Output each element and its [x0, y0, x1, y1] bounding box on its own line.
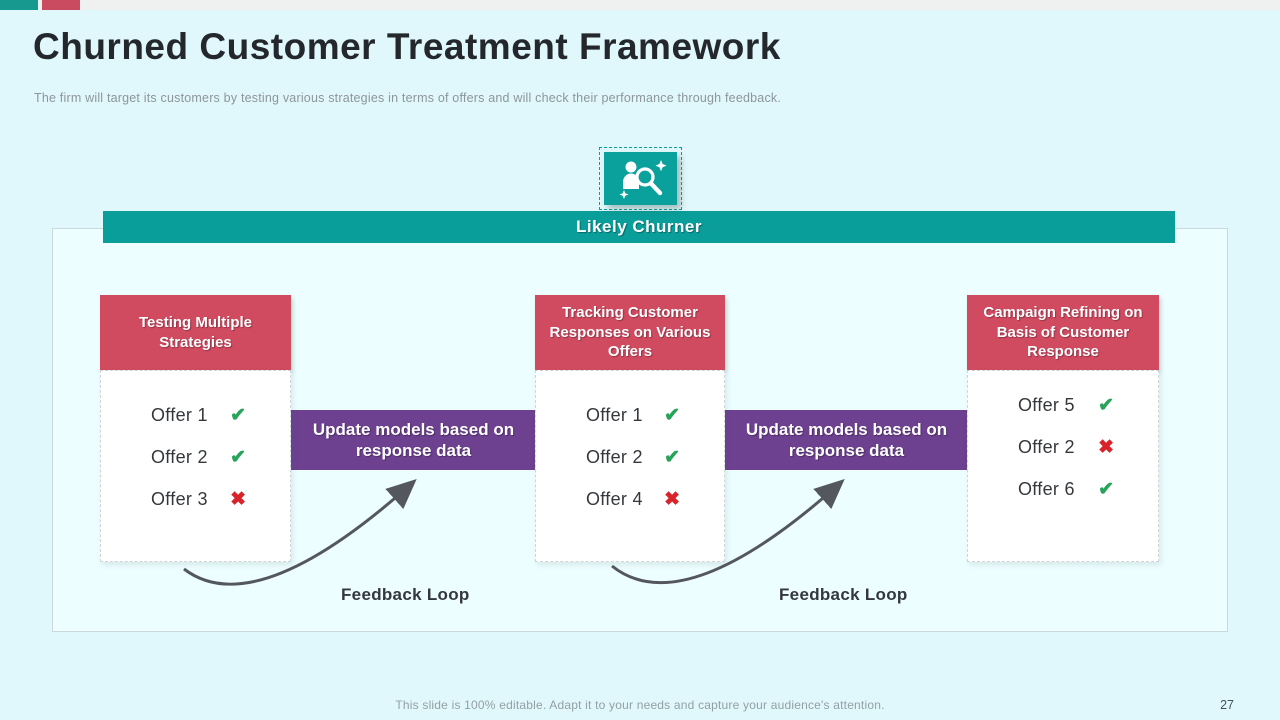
cross-icon: ✖ — [664, 489, 680, 510]
offer-row: Offer 3 ✖ — [151, 489, 246, 510]
footer-note: This slide is 100% editable. Adapt it to… — [395, 698, 885, 712]
offer-label: Offer 5 — [1018, 395, 1075, 415]
offer-row: Offer 5 ✔ — [1018, 395, 1114, 416]
feedback-loop-label-2: Feedback Loop — [779, 585, 908, 604]
page-number: 27 — [1220, 698, 1234, 712]
person-magnifier-icon — [604, 152, 677, 205]
check-icon: ✔ — [1098, 395, 1114, 416]
cross-icon: ✖ — [230, 489, 246, 510]
offer-label: Offer 3 — [151, 489, 208, 509]
likely-churner-banner: Likely Churner — [103, 211, 1175, 243]
top-accent-strip — [0, 0, 1280, 10]
offer-row: Offer 2 ✖ — [1018, 437, 1114, 458]
offer-label: Offer 6 — [1018, 479, 1075, 499]
offer-row: Offer 4 ✖ — [586, 489, 680, 510]
check-icon: ✔ — [1098, 479, 1114, 500]
page-title: Churned Customer Treatment Framework — [33, 26, 781, 67]
offer-label: Offer 4 — [586, 489, 643, 509]
offer-label: Offer 2 — [151, 447, 208, 467]
check-icon: ✔ — [664, 405, 680, 426]
offer-label: Offer 2 — [1018, 437, 1075, 457]
offer-label: Offer 1 — [151, 405, 208, 425]
offer-row: Offer 6 ✔ — [1018, 479, 1114, 500]
offer-card-1: Offer 1 ✔ Offer 2 ✔ Offer 3 ✖ — [100, 370, 291, 562]
update-models-box-1: Update models based on response data — [291, 410, 536, 470]
offer-card-2: Offer 1 ✔ Offer 2 ✔ Offer 4 ✖ — [535, 370, 725, 562]
offer-card-3: Offer 5 ✔ Offer 2 ✖ Offer 6 ✔ — [967, 370, 1159, 562]
offer-row: Offer 1 ✔ — [151, 405, 246, 426]
check-icon: ✔ — [664, 447, 680, 468]
offer-row: Offer 1 ✔ — [586, 405, 680, 426]
feedback-loop-label-1: Feedback Loop — [341, 585, 470, 604]
page-subtitle: The firm will target its customers by te… — [34, 91, 782, 105]
offer-row: Offer 2 ✔ — [151, 447, 246, 468]
accent-bar-red — [42, 0, 80, 10]
offer-label: Offer 2 — [586, 447, 643, 467]
header-campaign-refining: Campaign Refining on Basis of Customer R… — [967, 295, 1159, 370]
header-testing-multiple-strategies: Testing Multiple Strategies — [100, 295, 291, 370]
check-icon: ✔ — [230, 447, 246, 468]
check-icon: ✔ — [230, 405, 246, 426]
offer-label: Offer 1 — [586, 405, 643, 425]
offer-row: Offer 2 ✔ — [586, 447, 680, 468]
cross-icon: ✖ — [1098, 437, 1114, 458]
churner-icon-frame — [599, 147, 682, 210]
update-models-box-2: Update models based on response data — [725, 410, 968, 470]
header-tracking-customer-responses: Tracking Customer Responses on Various O… — [535, 295, 725, 370]
accent-bar-teal — [0, 0, 38, 10]
